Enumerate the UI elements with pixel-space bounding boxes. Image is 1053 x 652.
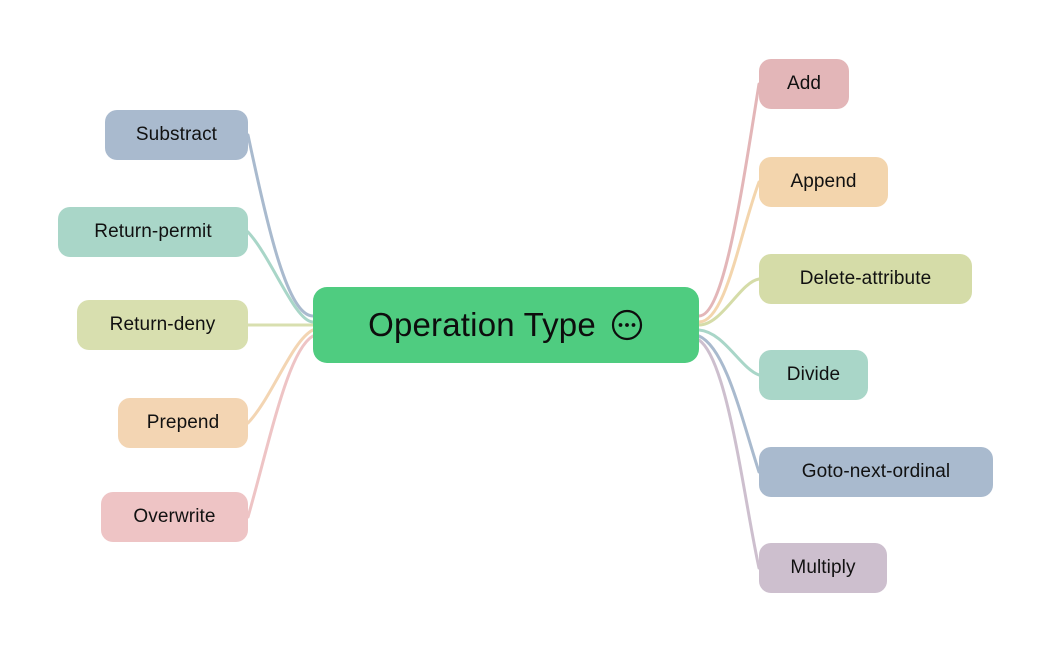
edge-goto-next-ordinal <box>697 334 761 474</box>
branch-node-label: Delete-attribute <box>799 267 932 289</box>
branch-node-label: Goto-next-ordinal <box>801 460 951 482</box>
branch-node-label: Prepend <box>146 411 220 433</box>
branch-node-label: Substract <box>135 123 218 145</box>
edge-divide <box>697 328 761 377</box>
edge-return-permit <box>246 230 315 324</box>
edge-overwrite <box>246 334 315 519</box>
branch-node-label: Return-permit <box>94 220 212 242</box>
edge-delete-attribute <box>697 277 761 327</box>
branch-node-goto-next-ordinal[interactable]: Goto-next-ordinal <box>759 447 993 497</box>
branch-node-label: Multiply <box>790 556 856 578</box>
branch-node-label: Append <box>790 170 857 192</box>
branch-node-substract[interactable]: Substract <box>105 110 248 160</box>
central-node-label: Operation Type <box>368 306 596 343</box>
branch-node-return-permit[interactable]: Return-permit <box>58 207 248 257</box>
branch-node-return-deny[interactable]: Return-deny <box>77 300 248 350</box>
branch-node-delete-attribute[interactable]: Delete-attribute <box>759 254 972 304</box>
ellipsis-circle-icon[interactable] <box>610 308 644 342</box>
edge-append <box>697 180 761 324</box>
branch-node-prepend[interactable]: Prepend <box>118 398 248 448</box>
branch-node-label: Add <box>786 72 822 94</box>
branch-node-label: Overwrite <box>133 505 216 527</box>
edge-substract <box>246 133 315 318</box>
edge-multiply <box>697 338 761 570</box>
branch-node-divide[interactable]: Divide <box>759 350 868 400</box>
branch-node-overwrite[interactable]: Overwrite <box>101 492 248 542</box>
branch-node-multiply[interactable]: Multiply <box>759 543 887 593</box>
branch-node-add[interactable]: Add <box>759 59 849 109</box>
edge-add <box>697 82 761 318</box>
central-node-operation-type[interactable]: Operation Type <box>313 287 699 363</box>
branch-node-label: Return-deny <box>109 313 216 335</box>
edge-prepend <box>246 328 315 425</box>
branch-node-label: Divide <box>786 363 841 385</box>
branch-node-append[interactable]: Append <box>759 157 888 207</box>
